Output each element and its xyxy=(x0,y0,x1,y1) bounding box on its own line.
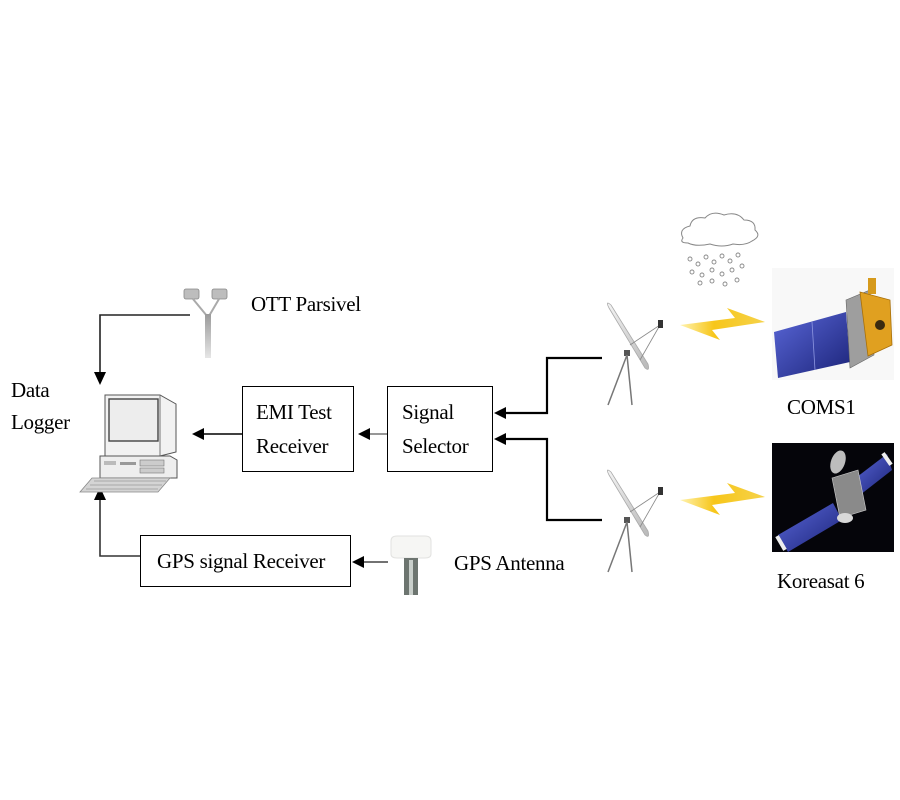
gps-antenna-icon xyxy=(390,535,432,595)
emi-test-receiver-box: EMI Test Receiver xyxy=(242,386,354,472)
lightning-bolt-icon xyxy=(680,308,765,340)
edge-dish2-to-selector xyxy=(494,433,602,522)
gps-antenna-label: GPS Antenna xyxy=(454,551,565,575)
edge-selector-to-emi xyxy=(358,428,388,440)
data-logger-label: Data Logger xyxy=(11,378,70,434)
edge-ott-to-logger xyxy=(94,314,190,385)
disdrometer-icon xyxy=(183,288,228,358)
edge-gps-antenna-to-receiver xyxy=(352,556,388,568)
edge-emi-to-logger xyxy=(192,428,242,440)
edge-dish1-to-selector xyxy=(494,356,602,419)
satellite-icon xyxy=(772,443,894,552)
lightning-bolt-icon xyxy=(680,483,765,515)
coms1-label: COMS1 xyxy=(787,395,856,419)
satellite-dish-icon xyxy=(607,469,663,573)
edge-gps-receiver-to-logger xyxy=(94,487,140,557)
satellite-dish-icon xyxy=(607,302,663,406)
gps-signal-receiver-box: GPS signal Receiver xyxy=(140,535,351,587)
signal-selector-box: Signal Selector xyxy=(387,386,493,472)
koreasat6-label: Koreasat 6 xyxy=(777,569,865,593)
satellite-icon xyxy=(772,268,894,380)
desktop-computer-icon xyxy=(79,394,178,493)
ott-parsivel-label: OTT Parsivel xyxy=(251,292,361,316)
rain-cloud-icon xyxy=(681,212,759,287)
